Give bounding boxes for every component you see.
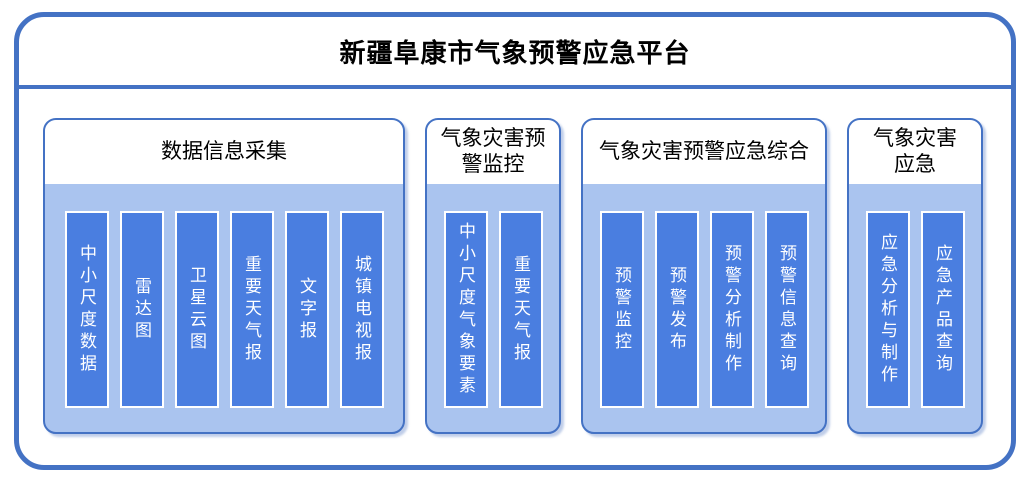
page-title: 新疆阜康市气象预警应急平台: [19, 17, 1011, 89]
module-item: 预警分析制作: [709, 211, 754, 408]
module-item-label: 中小尺度数据: [77, 243, 96, 376]
group-title-4: 气象灾害 应急: [849, 120, 981, 184]
module-item: 重要天气报: [229, 211, 274, 408]
group-body: 中小尺度数据 雷达图 卫星云图 重要天气报 文字报 城镇电视报: [45, 184, 403, 432]
module-item-label: 预警信息查询: [777, 243, 796, 376]
module-item-label: 中小尺度气象要素: [456, 221, 475, 398]
module-item: 预警发布: [654, 211, 699, 408]
module-item-label: 雷达图: [132, 276, 151, 343]
module-item-label: 预警分析制作: [722, 243, 741, 376]
group-body: 中小尺度气象要素 重要天气报: [427, 184, 559, 432]
module-item-label: 预警发布: [667, 265, 686, 354]
module-item: 中小尺度气象要素: [443, 211, 488, 408]
module-item-label: 城镇电视报: [352, 254, 371, 365]
module-item: 文字报: [284, 211, 329, 408]
module-item: 重要天气报: [498, 211, 543, 408]
group-box-3: 气象灾害预警应急综合 预警监控 预警发布 预警分析制作 预警信息查询: [581, 118, 827, 434]
module-item: 卫星云图: [174, 211, 219, 408]
group-title-3: 气象灾害预警应急综合: [583, 120, 825, 184]
group-box-4: 气象灾害 应急 应急分析与制作 应急产品查询: [847, 118, 983, 434]
module-item: 预警信息查询: [764, 211, 809, 408]
group-box-1: 数据信息采集 中小尺度数据 雷达图 卫星云图 重要天气报 文字报 城镇电视报: [43, 118, 405, 434]
module-item-label: 重要天气报: [242, 254, 261, 365]
module-item-label: 卫星云图: [187, 265, 206, 354]
group-title-2: 气象灾害预 警监控: [427, 120, 559, 184]
group-title-1: 数据信息采集: [45, 120, 403, 184]
module-item: 应急产品查询: [920, 211, 965, 408]
module-item: 雷达图: [119, 211, 164, 408]
group-box-2: 气象灾害预 警监控 中小尺度气象要素 重要天气报: [425, 118, 561, 434]
platform-frame: 新疆阜康市气象预警应急平台 数据信息采集 中小尺度数据 雷达图 卫星云图 重要天气报 文…: [14, 12, 1016, 470]
module-item: 应急分析与制作: [865, 211, 910, 408]
group-body: 预警监控 预警发布 预警分析制作 预警信息查询: [583, 184, 825, 432]
module-item-label: 应急分析与制作: [878, 232, 897, 387]
module-item: 城镇电视报: [339, 211, 384, 408]
group-body: 应急分析与制作 应急产品查询: [849, 184, 981, 432]
module-item: 预警监控: [599, 211, 644, 408]
module-item-label: 重要天气报: [511, 254, 530, 365]
module-item-label: 预警监控: [612, 265, 631, 354]
module-item-label: 文字报: [297, 276, 316, 343]
module-item-label: 应急产品查询: [933, 243, 952, 376]
module-item: 中小尺度数据: [64, 211, 109, 408]
groups-row: 数据信息采集 中小尺度数据 雷达图 卫星云图 重要天气报 文字报 城镇电视报 气象灾害预 …: [19, 89, 1011, 465]
